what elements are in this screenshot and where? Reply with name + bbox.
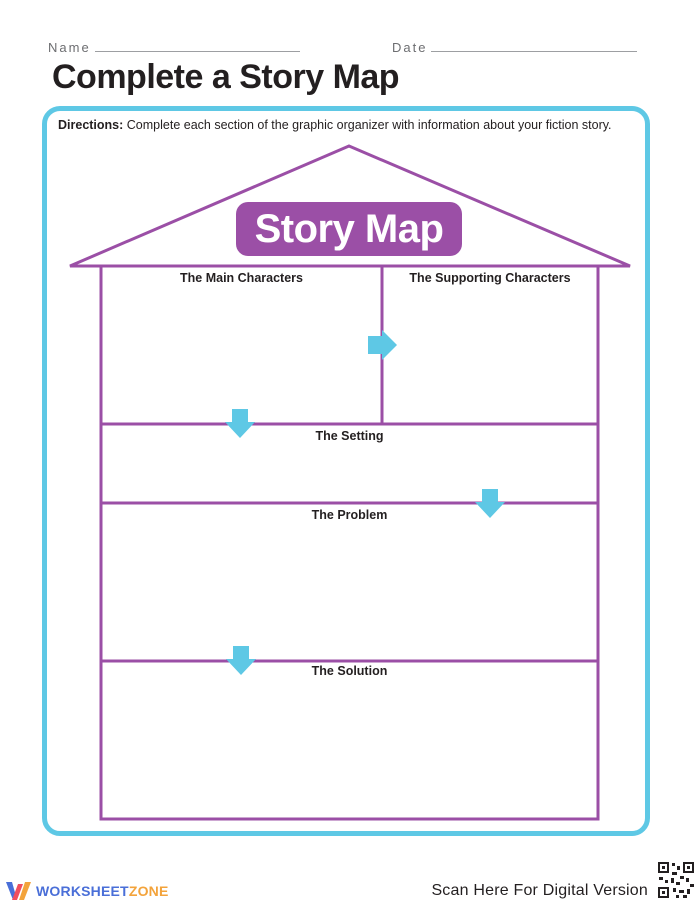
setting-label: The Setting [315,429,384,443]
date-label: Date [392,40,428,55]
directions-label: Directions: [58,118,124,132]
story-map-banner: Story Map [236,202,462,256]
main-characters-label: The Main Characters [180,271,303,285]
arrow-right-icon [368,330,397,360]
solution-label: The Solution [311,664,388,678]
directions-text: Complete each section of the graphic org… [126,118,612,132]
date-line[interactable] [431,41,638,52]
scan-caption: Scan Here For Digital Version [431,882,648,899]
directions: Directions: Complete each section of the… [58,118,658,132]
logo-w-icon [6,882,31,900]
worksheet-zone-logo: WORKSHEETZONE [6,880,169,902]
brand-accent: ZONE [128,883,169,899]
arrow-down-icon [225,409,255,438]
house-body [99,264,600,821]
problem-label: The Problem [311,508,388,522]
supporting-characters-label: The Supporting Characters [409,271,571,285]
name-label: Name [48,40,91,55]
worksheet-frame [42,106,650,836]
arrow-down-icon [226,646,256,675]
name-line[interactable] [94,41,300,52]
brand-main: WORKSHEET [36,883,129,899]
qr-code-icon[interactable] [656,860,696,900]
page-title: Complete a Story Map [52,58,400,96]
name-field[interactable]: Name [48,40,300,55]
arrow-down-icon [475,489,505,518]
date-field[interactable]: Date [392,40,638,55]
